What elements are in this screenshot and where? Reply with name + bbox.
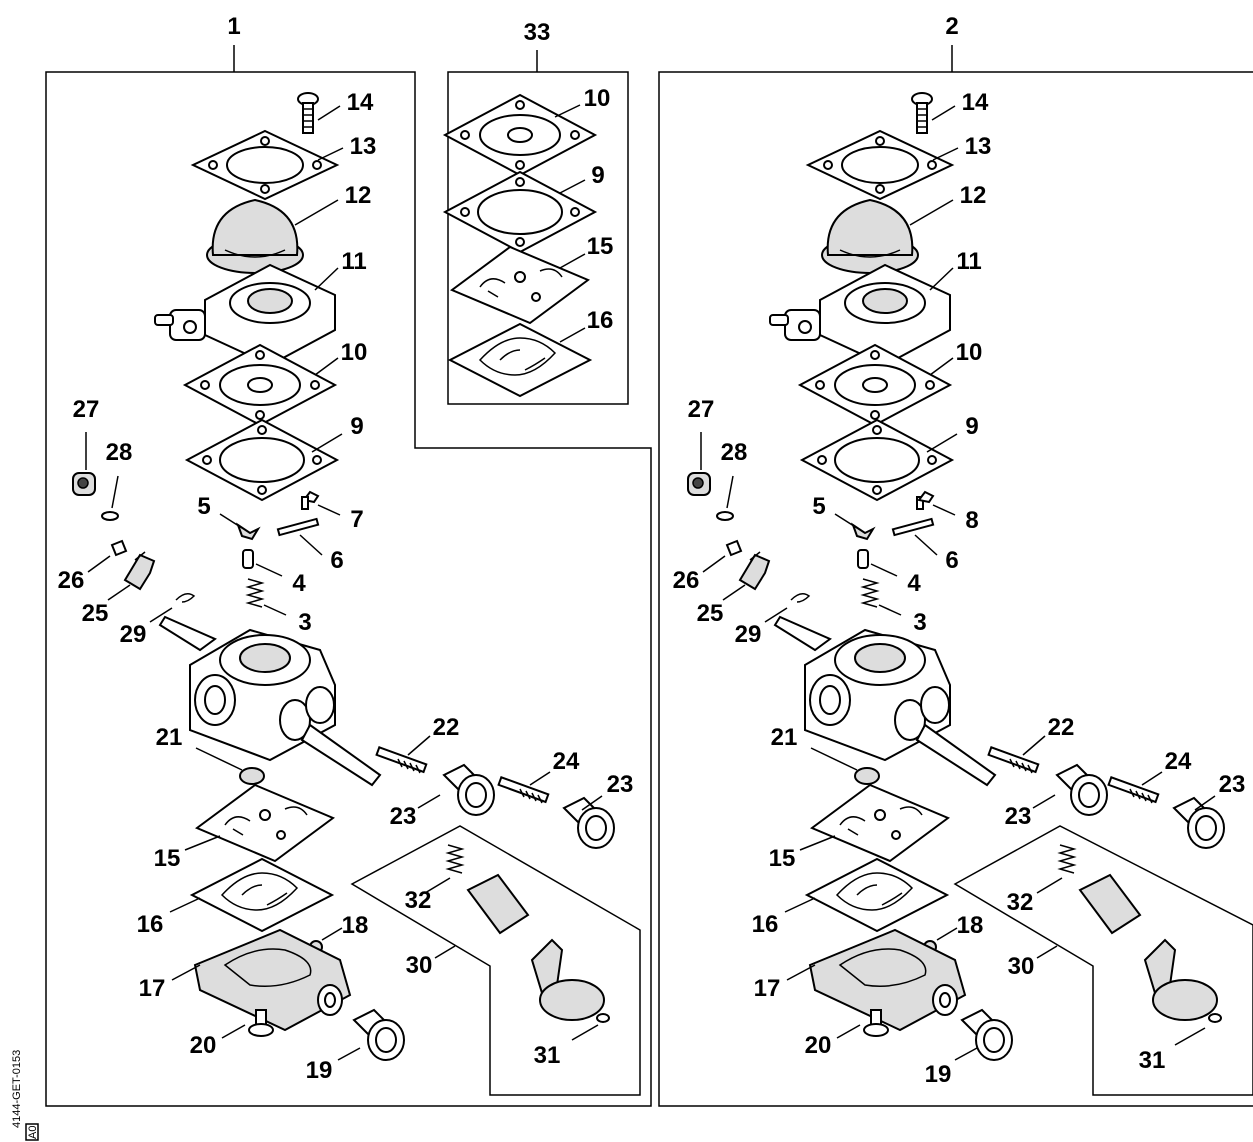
callout-1-17: 17: [139, 975, 166, 1002]
callout-2-9: 9: [965, 413, 978, 440]
kit-diaphragm-10: [444, 94, 596, 176]
kit-plate-15: [451, 246, 589, 324]
callout-2-24: 24: [1165, 748, 1192, 775]
callout-2-22: 22: [1048, 714, 1075, 741]
callout-2-28: 28: [721, 439, 748, 466]
group-label-2: 2: [945, 13, 958, 40]
callout-1-9: 9: [350, 413, 363, 440]
callout-2-23a: 23: [1005, 803, 1032, 830]
callout-2-4: 4: [907, 570, 921, 597]
group-33-frame: [447, 71, 629, 405]
callout-1-7: 7: [350, 506, 363, 533]
callout-1-20: 20: [190, 1032, 217, 1059]
kit-gasket-16: [449, 323, 591, 397]
callout-2-12: 12: [960, 182, 987, 209]
callout-2-29: 29: [735, 621, 762, 648]
callout-2-23b: 23: [1219, 771, 1246, 798]
callout-1-28: 28: [106, 439, 133, 466]
group-2-leaders: [700, 105, 1216, 1061]
callout-1-29: 29: [120, 621, 147, 648]
callout-1-16: 16: [137, 911, 164, 938]
group-1-parts: [72, 92, 615, 1061]
callout-2-14: 14: [962, 89, 989, 116]
group-1-callouts: 14 13 12 11 10 9 27 28 5 7 6 26 4 25 29 …: [58, 89, 634, 1084]
callout-1-3: 3: [298, 609, 311, 636]
group-label-1: 1: [227, 13, 240, 40]
callout-2-11: 11: [956, 248, 981, 275]
callout-1-4: 4: [292, 570, 306, 597]
callout-1-14: 14: [347, 89, 374, 116]
group-1-subframe: [350, 825, 641, 1096]
callout-2-17: 17: [754, 975, 781, 1002]
group-2-parts: [687, 92, 1225, 1061]
kit-gasket-9: [444, 171, 596, 253]
callout-2-6: 6: [945, 547, 958, 574]
callout-1-15: 15: [154, 845, 181, 872]
callout-2-32: 32: [1007, 889, 1034, 916]
callout-2-15: 15: [769, 845, 796, 872]
callout-kit-10: 10: [584, 85, 611, 112]
callout-2-31: 31: [1139, 1047, 1166, 1074]
callout-1-21: 21: [156, 724, 183, 751]
callout-kit-9: 9: [591, 162, 604, 189]
callout-1-18: 18: [342, 912, 369, 939]
callout-kit-15: 15: [587, 233, 614, 260]
callout-2-30: 30: [1008, 953, 1035, 980]
group-1-frame: [45, 71, 652, 1107]
group-2-frame: [658, 71, 1253, 1107]
callout-1-11: 11: [341, 248, 366, 275]
callout-2-27: 27: [688, 396, 715, 423]
callout-2-18: 18: [957, 912, 984, 939]
callout-1-27: 27: [73, 396, 100, 423]
group-label-33: 33: [524, 19, 551, 46]
figure-code: 4144-GET-0153: [11, 1050, 23, 1128]
callout-1-26: 26: [58, 567, 85, 594]
callout-2-5: 5: [812, 493, 825, 520]
callout-2-21: 21: [771, 724, 798, 751]
callout-2-13: 13: [965, 133, 992, 160]
callout-2-8: 8: [965, 507, 978, 534]
callout-1-12: 12: [345, 182, 372, 209]
callout-2-26: 26: [673, 567, 700, 594]
callout-1-10: 10: [341, 339, 368, 366]
group-2-subframe: [953, 825, 1253, 1096]
callout-1-22: 22: [433, 714, 460, 741]
callout-1-24: 24: [553, 748, 580, 775]
figure-rev: A0: [27, 1126, 39, 1139]
callout-1-32: 32: [405, 887, 432, 914]
callout-1-6: 6: [330, 547, 343, 574]
callout-1-13: 13: [350, 133, 377, 160]
callout-1-23a: 23: [390, 803, 417, 830]
callout-1-5: 5: [197, 493, 210, 520]
callout-1-30: 30: [406, 952, 433, 979]
callout-2-20: 20: [805, 1032, 832, 1059]
callout-1-25: 25: [82, 600, 109, 627]
group-1-leaders: [85, 105, 603, 1061]
callout-2-19: 19: [925, 1061, 952, 1088]
group-2-callouts: 14 13 12 11 10 9 27 28 5 8 6 26 4 25 29 …: [673, 89, 1246, 1088]
callout-2-16: 16: [752, 911, 779, 938]
figure-rev-box: [25, 1123, 39, 1141]
callout-2-3: 3: [913, 609, 926, 636]
callout-1-31: 31: [534, 1042, 561, 1069]
callout-2-10: 10: [956, 339, 983, 366]
callout-2-25: 25: [697, 600, 724, 627]
callout-1-19: 19: [306, 1057, 333, 1084]
callout-kit-16: 16: [587, 307, 614, 334]
callout-1-23b: 23: [607, 771, 634, 798]
